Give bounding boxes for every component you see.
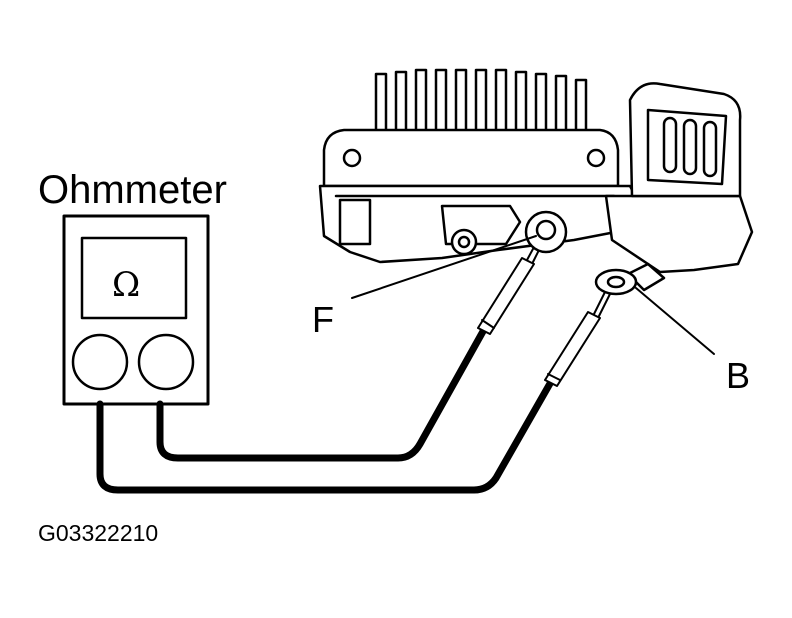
figure-code: G03322210	[38, 520, 159, 546]
ohmmeter	[62, 214, 210, 406]
ohm-symbol: Ω	[112, 265, 141, 305]
connector	[604, 82, 754, 274]
lead-to-b	[96, 376, 556, 494]
terminal-b-label: B	[726, 355, 751, 396]
terminal-b	[594, 262, 666, 296]
ic-regulator	[318, 68, 754, 296]
lead-to-f	[156, 322, 490, 462]
test-leads	[96, 322, 556, 494]
meter-jack-left	[71, 333, 129, 391]
terminal-f-label: F	[312, 299, 334, 340]
terminal-f	[524, 210, 568, 254]
probe-b	[544, 289, 612, 387]
leader-b	[635, 287, 715, 355]
meter-jack-right	[137, 333, 195, 391]
meter-display	[80, 236, 188, 320]
leader-f	[351, 235, 537, 299]
ohmmeter-label: Ohmmeter	[38, 168, 227, 212]
